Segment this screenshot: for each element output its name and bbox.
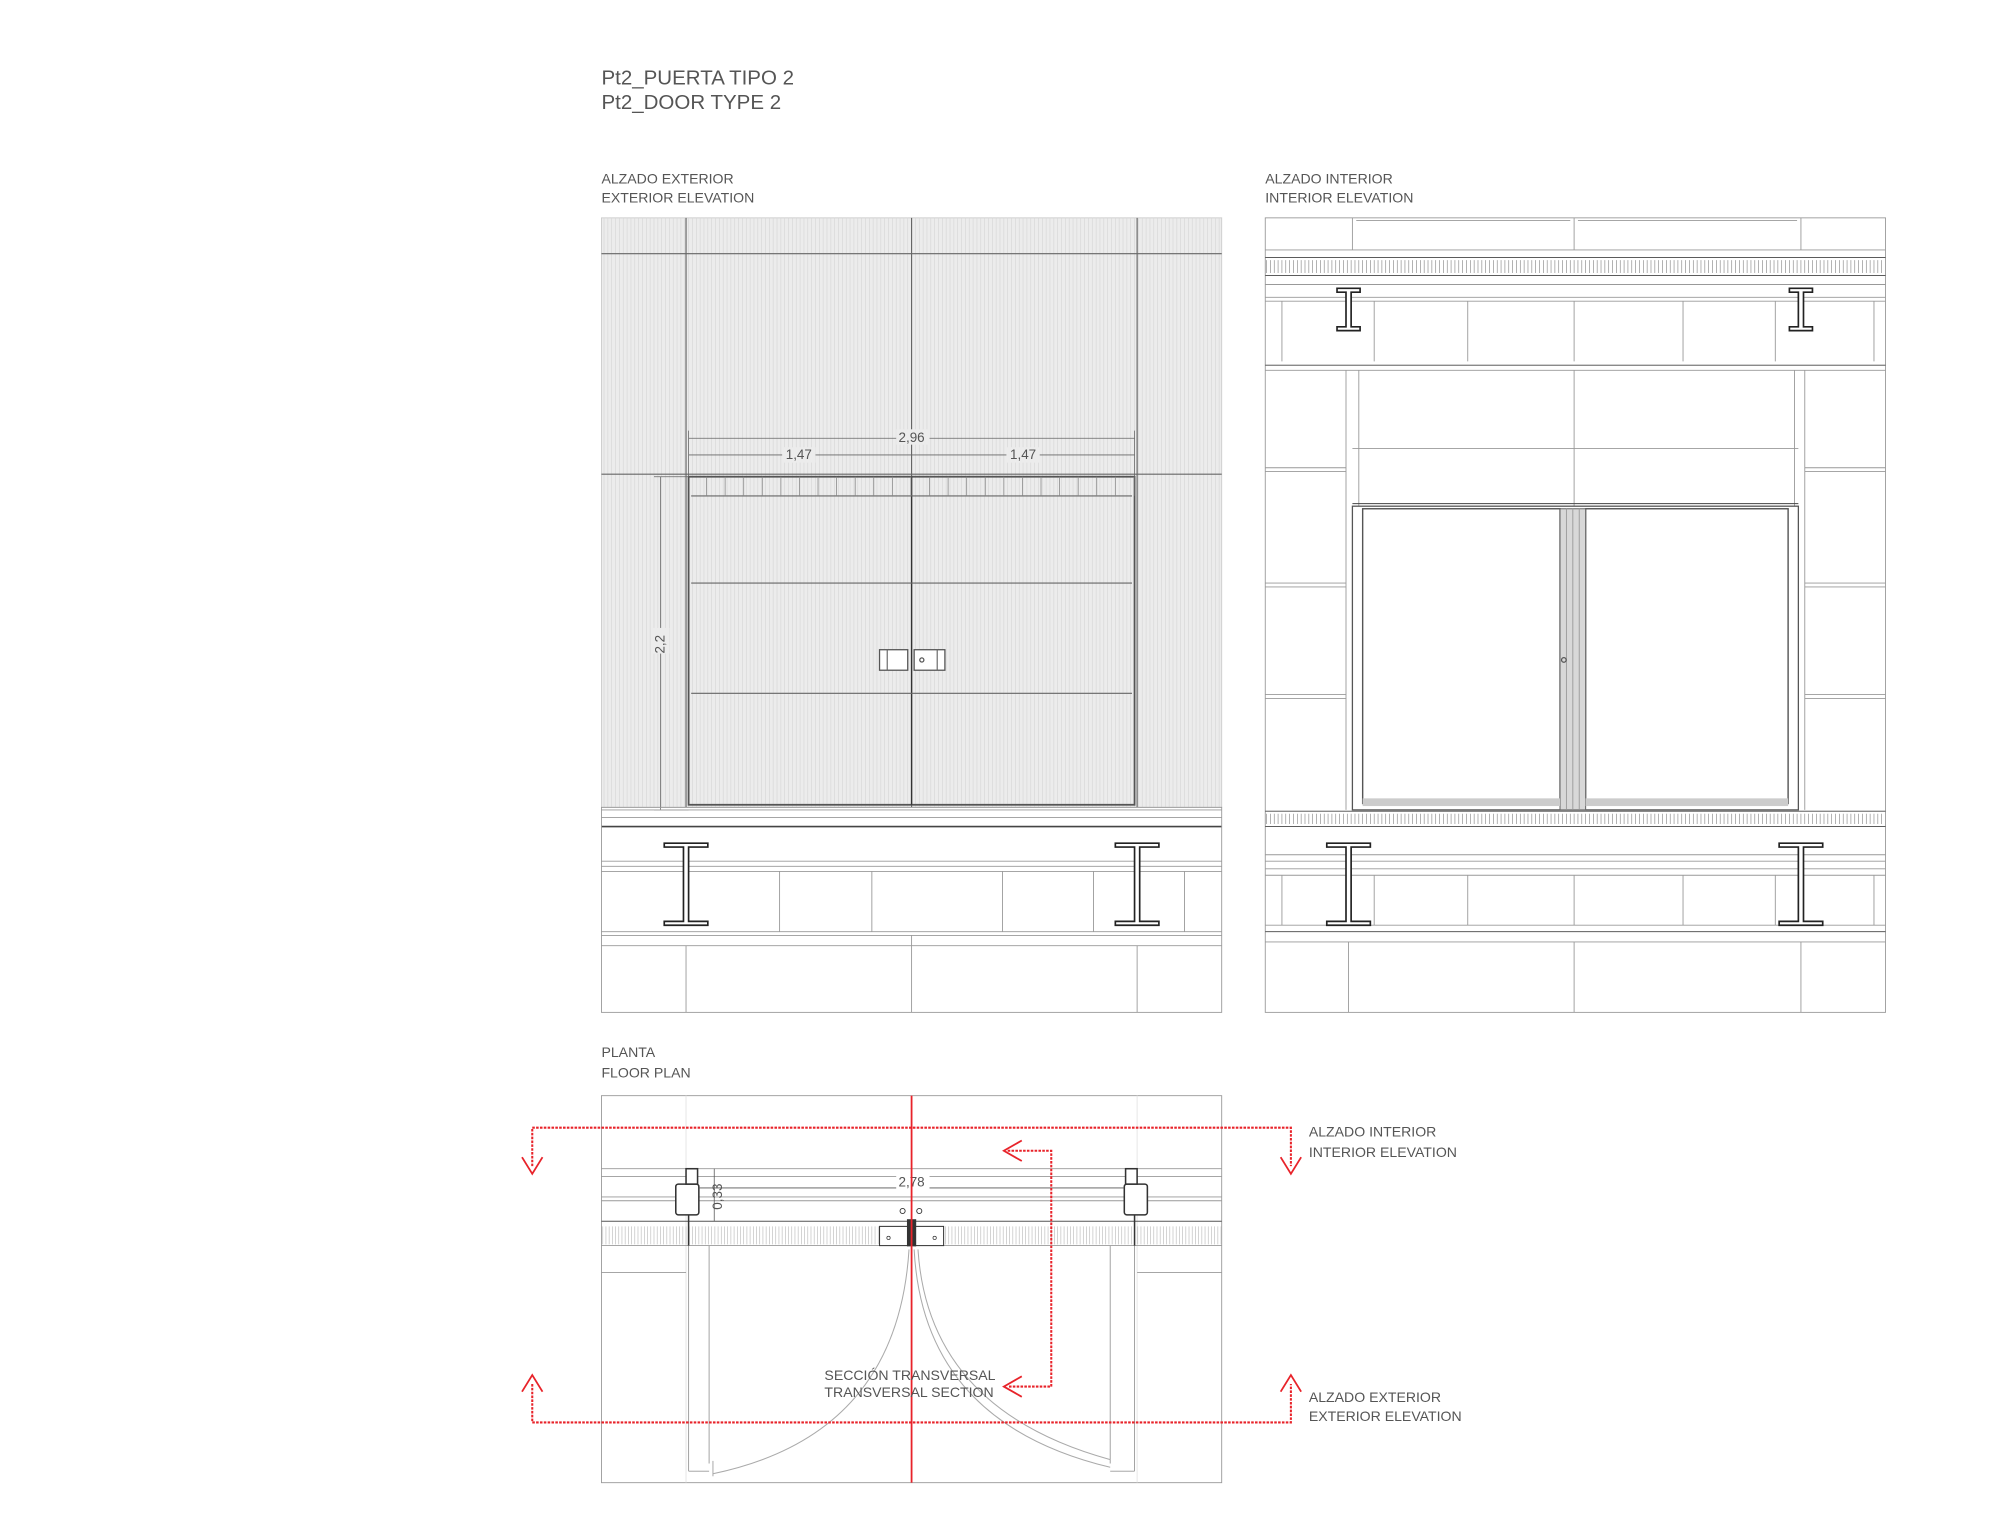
marker-interior-en: INTERIOR ELEVATION	[1309, 1144, 1457, 1160]
floor-plan: 2,78 0,33 ALZADO INTERIOR INTERIOR ELEVA…	[521, 1095, 1462, 1484]
door-handles	[878, 649, 946, 671]
interior-label-es: ALZADO INTERIOR	[1265, 170, 1393, 186]
i-beam	[1114, 842, 1160, 927]
arrow-left-icon	[1002, 1139, 1023, 1398]
i-beam	[1336, 287, 1361, 332]
marker-section-es: SECCIÓN TRANSVERSAL	[824, 1367, 995, 1383]
interior-label-en: INTERIOR ELEVATION	[1265, 189, 1413, 205]
marker-section-en: TRANSVERSAL SECTION	[824, 1384, 993, 1400]
hatch-band	[1266, 260, 1882, 273]
exterior-label-es: ALZADO EXTERIOR	[601, 170, 733, 186]
sheet-title-es: Pt2_PUERTA TIPO 2	[601, 67, 794, 90]
wall-panels	[1265, 370, 1886, 810]
exterior-elevation: 2,96 1,47 1,47 2,2	[601, 217, 1223, 1013]
interior-door-leaves	[1351, 505, 1800, 811]
dim-frame-depth: 0,33	[710, 1184, 725, 1210]
ceiling-structure	[1265, 217, 1886, 371]
door-leaves	[687, 475, 1136, 806]
arrow-down-icon	[521, 1156, 1302, 1176]
dim-leaf-left: 1,47	[786, 447, 812, 462]
i-beam-group	[1325, 287, 1824, 927]
i-beam	[1325, 842, 1372, 927]
cladding-hatch	[603, 217, 1220, 808]
interior-elevation-marker-line	[531, 1126, 1292, 1167]
i-beam	[663, 842, 709, 927]
i-beam-group	[663, 842, 1160, 927]
hatch-band	[1266, 813, 1882, 824]
marker-interior-es: ALZADO INTERIOR	[1309, 1124, 1437, 1140]
exterior-label-en: EXTERIOR ELEVATION	[601, 189, 754, 205]
sheet-title-en: Pt2_DOOR TYPE 2	[601, 91, 781, 114]
i-beam	[1778, 842, 1824, 927]
transversal-section-marker-line	[1007, 1149, 1053, 1388]
dim-total-width: 2,96	[898, 430, 924, 445]
frame-profiles	[675, 1167, 1149, 1247]
hatch-band	[602, 1226, 1222, 1245]
marker-exterior-es: ALZADO EXTERIOR	[1309, 1389, 1441, 1405]
dim-height: 2,2	[652, 635, 667, 654]
arrow-up-icon	[521, 1373, 1302, 1393]
section-markers	[521, 1095, 1302, 1483]
marker-exterior-en: EXTERIOR ELEVATION	[1309, 1408, 1462, 1424]
door-swings	[712, 1249, 1111, 1477]
interior-elevation	[1264, 217, 1886, 1013]
dim-leaf-right: 1,47	[1010, 447, 1036, 462]
plan-label-en: FLOOR PLAN	[601, 1065, 690, 1081]
plan-label-es: PLANTA	[601, 1044, 655, 1060]
exterior-elevation-marker-line	[531, 1384, 1292, 1424]
floor-structure	[601, 806, 1223, 1013]
interior-floor-structure	[1265, 810, 1886, 1013]
i-beam	[1788, 287, 1814, 332]
interior-frame	[1264, 217, 1886, 1013]
